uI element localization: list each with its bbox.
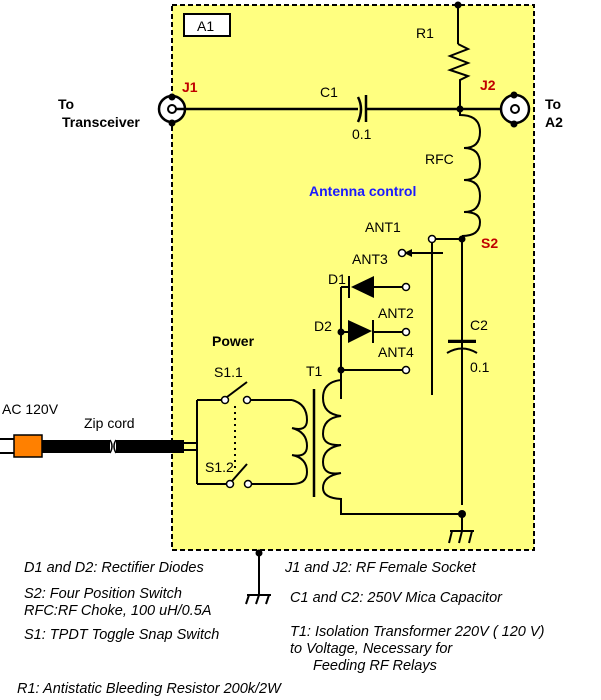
t1-primary-icon [291, 399, 309, 485]
s2-arrow-icon [404, 249, 412, 257]
ant3-contact [397, 248, 407, 258]
d1-ref: D1 [328, 271, 346, 287]
board-label-box [183, 13, 231, 37]
c1-value: 0.1 [352, 126, 372, 142]
t1-secondary-icon [321, 370, 462, 515]
ant4-label: ANT4 [378, 344, 414, 360]
ant1-label: ANT1 [365, 219, 401, 235]
note-t1-line2: to Voltage, Necessary for [290, 641, 453, 657]
ant2-label: ANT2 [378, 305, 414, 321]
s1-1-ref: S1.1 [214, 364, 243, 380]
note-t1-line3: Feeding RF Relays [313, 658, 437, 674]
note-diodes: D1 and D2: Rectifier Diodes [24, 560, 204, 576]
power-label: Power [212, 333, 255, 349]
note-rfc: RFC:RF Choke, 100 uH/0.5A [24, 603, 212, 619]
ac-label: AC 120V [2, 401, 59, 417]
d1-contact [401, 282, 411, 292]
j2-label-line2: A2 [545, 114, 563, 130]
j2-label-line1: To [545, 96, 561, 112]
s1-2-ref: S1.2 [205, 459, 234, 475]
note-c: C1 and C2: 250V Mica Capacitor [290, 590, 503, 606]
rfc-ref: RFC [425, 151, 454, 167]
j1-label-line1: To [58, 96, 74, 112]
rfc-inductor-icon [459, 109, 482, 237]
ant1-contact [427, 234, 437, 244]
c1-ref: C1 [320, 84, 338, 100]
r1-ref: R1 [416, 25, 434, 41]
c2-value: 0.1 [470, 359, 490, 375]
c2-capacitor-icon [446, 339, 478, 354]
r1-resistor-icon [447, 43, 471, 109]
d2-ref: D2 [314, 318, 332, 334]
note-j: J1 and J2: RF Female Socket [284, 560, 477, 576]
ground-icon [448, 514, 474, 544]
note-t1-line1: T1: Isolation Transformer 220V ( 120 V) [290, 624, 544, 640]
j1-connector-icon [157, 93, 187, 127]
ac-plug-icon [0, 434, 43, 458]
j2-connector-icon [499, 91, 531, 128]
t1-ref: T1 [306, 363, 323, 379]
ant4-contact [401, 365, 411, 375]
ant3-label: ANT3 [352, 251, 388, 267]
note-r1: R1: Antistatic Bleeding Resistor 200k/2W [17, 681, 282, 697]
c2-ref: C2 [470, 317, 488, 333]
j1-ref: J1 [182, 79, 198, 95]
board-a1-outline [171, 4, 535, 551]
d2-node [337, 328, 345, 336]
j1-label-line2: Transceiver [62, 114, 140, 130]
s2-ref: S2 [481, 235, 498, 251]
antenna-control-label: Antenna control [309, 183, 416, 199]
board-label: A1 [197, 18, 214, 34]
j2-ref: J2 [480, 77, 496, 93]
zip-cord-icon [42, 439, 184, 454]
note-s1: S1: TPDT Toggle Snap Switch [24, 627, 219, 643]
chassis-ground-icon [245, 553, 271, 605]
note-s2: S2: Four Position Switch [24, 586, 182, 602]
ant2-contact [401, 327, 411, 337]
zip-cord-label: Zip cord [84, 415, 135, 431]
